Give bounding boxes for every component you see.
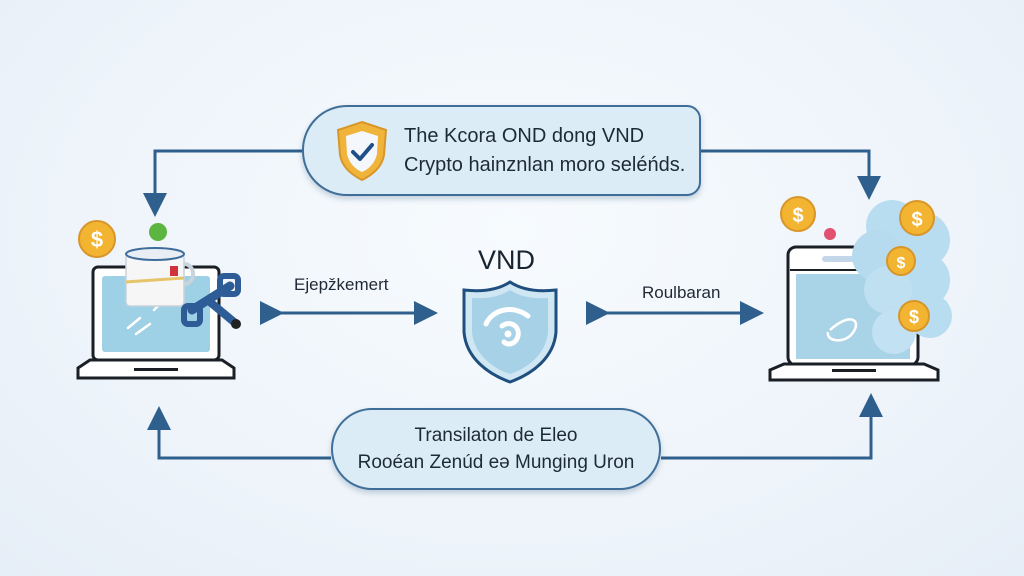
arrow-bottom-right [661,393,883,460]
svg-text:$: $ [909,307,919,327]
center-title: VND [478,245,536,275]
top-info-box[interactable]: The Kcora OND dong VND Crypto hainznlan … [302,105,701,196]
shield-signal-icon[interactable] [460,280,560,384]
mug-icon [125,223,195,307]
wrench-icon [181,273,241,329]
top-box-line2: Crypto hainznlan moro seléńds. [404,153,686,176]
bottom-box-line1: Transilaton de Eleo [414,425,578,446]
top-box-text: The Kcora OND dong VND Crypto hainznlan … [404,122,685,180]
shield-check-icon [336,120,388,181]
svg-text:$: $ [91,227,103,252]
dollar-coin-icon: $ [886,246,916,276]
svg-text:$: $ [911,209,922,231]
dollar-coin-icon: $ [78,220,116,258]
svg-text:$: $ [792,205,803,227]
berry-icon [824,228,836,240]
arrow-top-right [701,149,881,200]
dollar-coin-icon: $ [899,200,935,236]
svg-text:$: $ [897,255,906,272]
right-arrow-label: Roulbaran [642,283,721,302]
arrow-bottom-left [147,406,331,460]
dollar-coin-icon: $ [780,196,816,232]
bottom-info-box[interactable]: Transilaton de Eleo Rooéan Zenúd eə Mung… [331,408,661,490]
right-laptop-node[interactable]: $ $ $ $ [762,190,962,386]
arrow-top-left [143,149,302,217]
left-arrow-label: Ejepžkemert [294,275,389,294]
bottom-box-line2: Rooéan Zenúd eə Munging Uron [357,452,635,473]
dollar-coin-icon: $ [898,300,930,332]
top-box-line1: The Kcora OND dong VND [404,124,645,147]
left-laptop-node[interactable]: $ [70,210,255,385]
